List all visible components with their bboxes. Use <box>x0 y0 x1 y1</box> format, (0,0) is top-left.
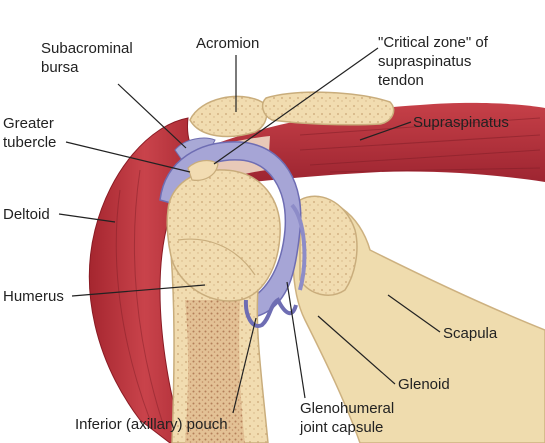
supraspinatus-leader <box>359 121 412 141</box>
subacrominal-bursa-leader <box>117 83 187 149</box>
humerus-marrow <box>185 300 245 443</box>
label-glenohumeral-capsule: Glenohumeral joint capsule <box>286 281 394 436</box>
inferior-pouch-leader <box>232 317 257 414</box>
critical-zone-line2: supraspinatus <box>378 53 471 70</box>
label-deltoid: Deltoid <box>3 206 116 223</box>
label-critical-zone: "Critical zone" of supraspinatus tendon <box>213 34 489 165</box>
label-acromion: Acromion <box>196 35 259 112</box>
greater-tubercle-line2: tubercle <box>3 134 56 151</box>
acromion-bone <box>189 95 268 138</box>
epiphyseal-line <box>177 238 256 276</box>
critical-zone-leader <box>213 47 379 165</box>
critical-zone-line1: "Critical zone" of <box>378 34 489 51</box>
deltoid-label: Deltoid <box>3 206 50 223</box>
joint-capsule <box>159 141 302 318</box>
humerus-label: Humerus <box>3 288 64 305</box>
label-humerus: Humerus <box>3 284 206 305</box>
muscle-fibers <box>299 117 541 173</box>
humeral-head <box>166 169 281 302</box>
label-glenoid: Glenoid <box>317 315 450 393</box>
glenohumeral-line2: joint capsule <box>299 419 383 436</box>
critical-zone-line3: tendon <box>378 72 424 89</box>
label-supraspinatus: Supraspinatus <box>359 114 509 141</box>
coracoid-process <box>299 195 358 296</box>
inferior-pouch-label: Inferior (axillary) pouch <box>75 416 228 433</box>
scapula-leader <box>387 294 441 333</box>
subacrominal-bursa-line1: Subacrominal <box>41 40 133 57</box>
humerus-leader <box>71 284 206 297</box>
glenohumeral-line1: Glenohumeral <box>300 400 394 417</box>
clavicle-bone <box>261 91 395 126</box>
glenoid-surface <box>290 203 307 291</box>
subacrominal-bursa-line2: bursa <box>41 59 79 76</box>
label-inferior-pouch: Inferior (axillary) pouch <box>75 317 257 433</box>
greater-tubercle-leader <box>65 141 191 173</box>
supraspinatus-label: Supraspinatus <box>413 114 509 131</box>
label-scapula: Scapula <box>387 294 498 342</box>
glenoid-leader <box>317 315 396 385</box>
inferior-pouch <box>243 297 298 328</box>
scapula-label: Scapula <box>443 325 498 342</box>
greater-tubercle-bump <box>187 159 219 181</box>
label-greater-tubercle: Greater tubercle <box>3 115 191 173</box>
glenoid-label: Glenoid <box>398 376 450 393</box>
deltoid-leader <box>58 213 116 223</box>
acromion-label: Acromion <box>196 35 259 52</box>
greater-tubercle-line1: Greater <box>3 115 54 132</box>
deltoid-fibers <box>115 169 166 431</box>
label-subacrominal-bursa: Subacrominal bursa <box>41 40 187 149</box>
glenohumeral-leader <box>286 281 306 399</box>
